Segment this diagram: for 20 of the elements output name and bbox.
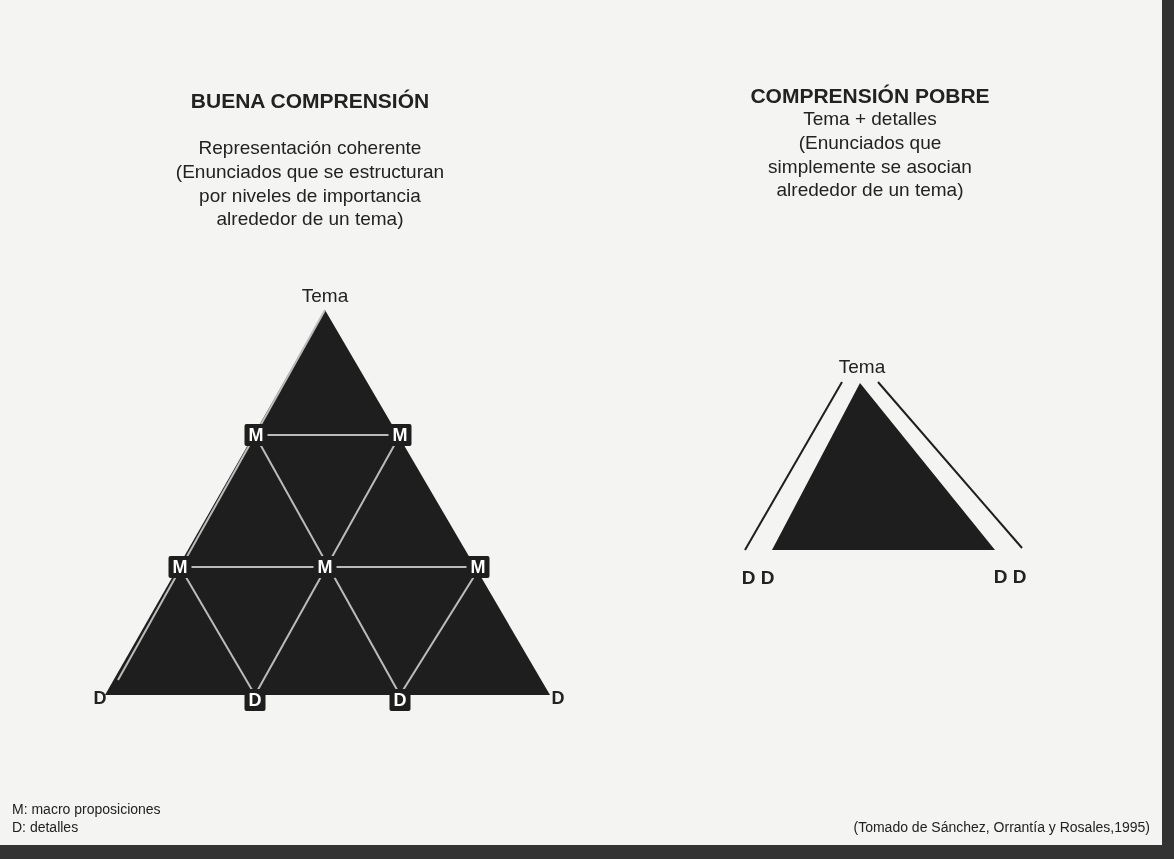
level-label: M	[466, 556, 490, 578]
legend-text: D: detalles	[12, 819, 79, 835]
source-note: (Tomado de Sánchez, Orrantía y Rosales,1995)	[853, 819, 1150, 835]
corner-label: D D	[993, 565, 1027, 589]
corner-label: D D	[741, 566, 775, 590]
level-label: M	[244, 424, 268, 446]
corner-label: D	[551, 686, 565, 710]
heading: BUENA COMPRENSIÓN	[190, 87, 430, 114]
corner-label: D	[93, 686, 107, 710]
corner-label: D	[389, 689, 411, 711]
level-label: M	[388, 424, 412, 446]
level-label: M	[168, 556, 192, 578]
apex-label: Tema	[838, 355, 886, 379]
description: Representación coherente (Enunciados que se estructuran por niveles de importancia alrededor de un tema)	[174, 135, 446, 231]
legend-text: M: macro proposiciones	[12, 801, 161, 817]
corner-label: D	[244, 689, 266, 711]
apex-label: Tema	[301, 284, 349, 308]
description: Tema + detalles (Enunciados que simplemente se asocian alrededor de un tema)	[767, 106, 973, 202]
level-label: M	[313, 556, 337, 578]
heading: COMPRENSIÓN POBRE	[750, 82, 990, 109]
